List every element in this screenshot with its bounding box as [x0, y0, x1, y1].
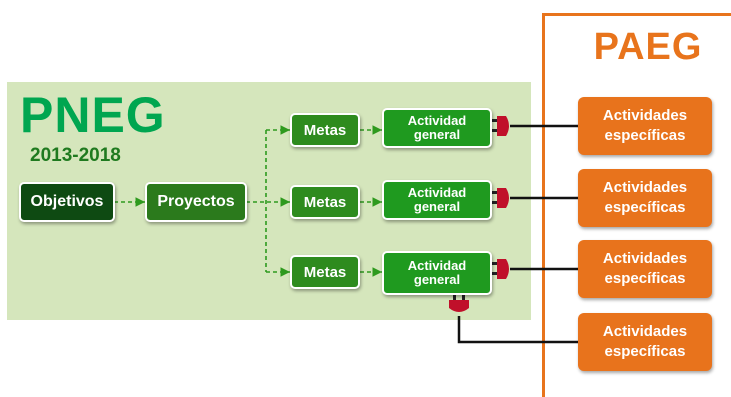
paeg-frame [542, 13, 731, 397]
actividades-especificas-node-2: Actividades específicas [578, 169, 712, 227]
actividades-especificas-node-1: Actividades específicas [578, 97, 712, 155]
proyectos-node: Proyectos [145, 182, 247, 222]
actividad-general-node-3: Actividad general [382, 251, 492, 295]
objetivos-node: Objetivos [19, 182, 115, 222]
plug-1 [492, 116, 509, 136]
pneg-title: PNEG [20, 87, 166, 143]
actividad-general-node-1: Actividad general [382, 108, 492, 148]
plug-3 [492, 259, 509, 279]
plug-4 [449, 295, 469, 312]
paeg-title: PAEG [593, 26, 703, 68]
plug-2 [492, 188, 509, 208]
metas-node-1: Metas [290, 113, 360, 147]
actividades-especificas-node-4: Actividades específicas [578, 313, 712, 371]
actividad-general-node-2: Actividad general [382, 180, 492, 220]
metas-node-3: Metas [290, 255, 360, 289]
actividades-especificas-node-3: Actividades específicas [578, 240, 712, 298]
cable-4 [457, 316, 580, 344]
pneg-years: 2013-2018 [30, 145, 121, 166]
metas-node-2: Metas [290, 185, 360, 219]
